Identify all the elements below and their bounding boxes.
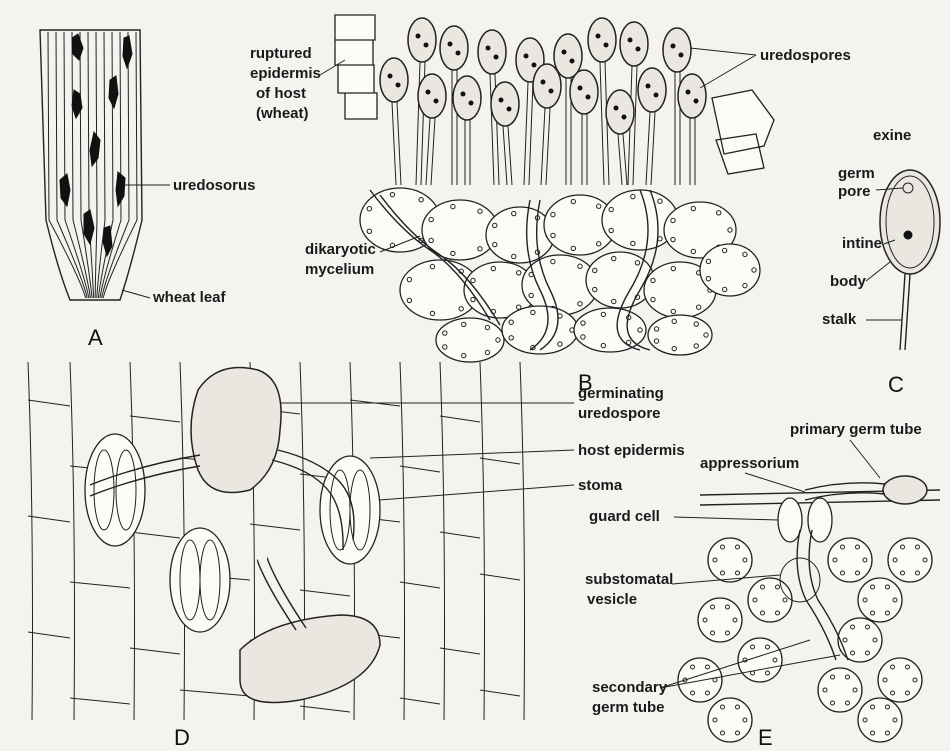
panel-b-uredosorus-section: ruptured epidermis of host (wheat) uredo… (250, 15, 851, 395)
label-substomatal-1: substomatal (585, 571, 673, 588)
leader-uredospores-1 (690, 48, 756, 55)
uredospore (491, 82, 519, 126)
leader-host-epidermis (370, 450, 574, 458)
uredospore (453, 76, 481, 120)
leader-appressorium (745, 473, 805, 492)
germinating-uredospore-2 (240, 615, 380, 703)
label-germ-2: pore (838, 183, 871, 200)
uredospore (440, 26, 468, 70)
leader-stoma (380, 485, 574, 500)
label-wheat-leaf: wheat leaf (152, 289, 227, 306)
uredospore (606, 90, 634, 134)
uredospore (663, 28, 691, 72)
spore-body (880, 170, 940, 274)
mesophyll-cells-e (678, 538, 932, 742)
label-secondary-1: secondary (592, 679, 668, 696)
uredospore (570, 70, 598, 114)
leader-guard-cell (674, 517, 778, 520)
panel-letter-e: E (758, 725, 773, 750)
label-body: body (830, 273, 866, 290)
uredospore (638, 68, 666, 112)
uredospore-e (883, 476, 927, 504)
label-intine: intine (842, 235, 882, 252)
label-ruptured-4: (wheat) (256, 105, 309, 122)
uredospore (678, 74, 706, 118)
label-guard-cell: guard cell (589, 508, 660, 525)
uredospore (408, 18, 436, 62)
label-host-epidermis: host epidermis (578, 442, 685, 459)
label-appressorium: appressorium (700, 455, 799, 472)
label-stoma: stoma (578, 477, 623, 494)
uredospores-group (380, 18, 706, 185)
stoma-1 (85, 434, 145, 546)
label-ruptured-2: epidermis (250, 65, 321, 82)
panel-e-penetration: primary germ tube appressorium guard cel… (585, 421, 940, 750)
uredospore (380, 58, 408, 102)
primary-germ-tube (805, 483, 885, 490)
panel-letter-c: C (888, 372, 904, 397)
label-germinating-2: uredospore (578, 405, 661, 422)
spore-stalk (900, 274, 905, 350)
label-stalk: stalk (822, 311, 857, 328)
leader-uredospores-2 (700, 55, 756, 88)
label-uredosorus: uredosorus (173, 177, 256, 194)
spore-nucleus (904, 231, 912, 239)
panel-c-uredospore: exine germ pore intine body stalk C (822, 127, 940, 397)
leader-primary-germ-tube (850, 440, 880, 478)
stoma-3 (170, 528, 230, 632)
label-exine: exine (873, 127, 911, 144)
label-germinating-1: germinating (578, 385, 664, 402)
panel-letter-a: A (88, 325, 103, 350)
label-germ-1: germ (838, 165, 875, 182)
host-mesophyll-cells (360, 188, 760, 362)
label-dikaryotic-2: mycelium (305, 261, 374, 278)
leader-wheat-leaf (122, 290, 150, 298)
panel-d-germination: germinating uredospore host epidermis st… (28, 362, 685, 750)
panel-letter-d: D (174, 725, 190, 750)
leader-body (866, 262, 890, 281)
uredospore (418, 74, 446, 118)
label-ruptured-1: ruptured (250, 45, 312, 62)
uredospore (588, 18, 616, 62)
label-ruptured-3: of host (256, 85, 306, 102)
germ-tube-3 (258, 560, 296, 630)
label-primary-germ-tube: primary germ tube (790, 421, 922, 438)
label-secondary-2: germ tube (592, 699, 665, 716)
uredospore (620, 22, 648, 66)
label-substomatal-2: vesicle (587, 591, 637, 608)
uredospore (533, 64, 561, 108)
label-dikaryotic-1: dikaryotic (305, 241, 376, 258)
label-uredospores: uredospores (760, 47, 851, 64)
panel-a-wheat-leaf: uredosorus wheat leaf A (40, 30, 256, 350)
uredospore (478, 30, 506, 74)
germinating-uredospore-1 (191, 368, 281, 493)
leader-secondary-1 (660, 640, 810, 688)
